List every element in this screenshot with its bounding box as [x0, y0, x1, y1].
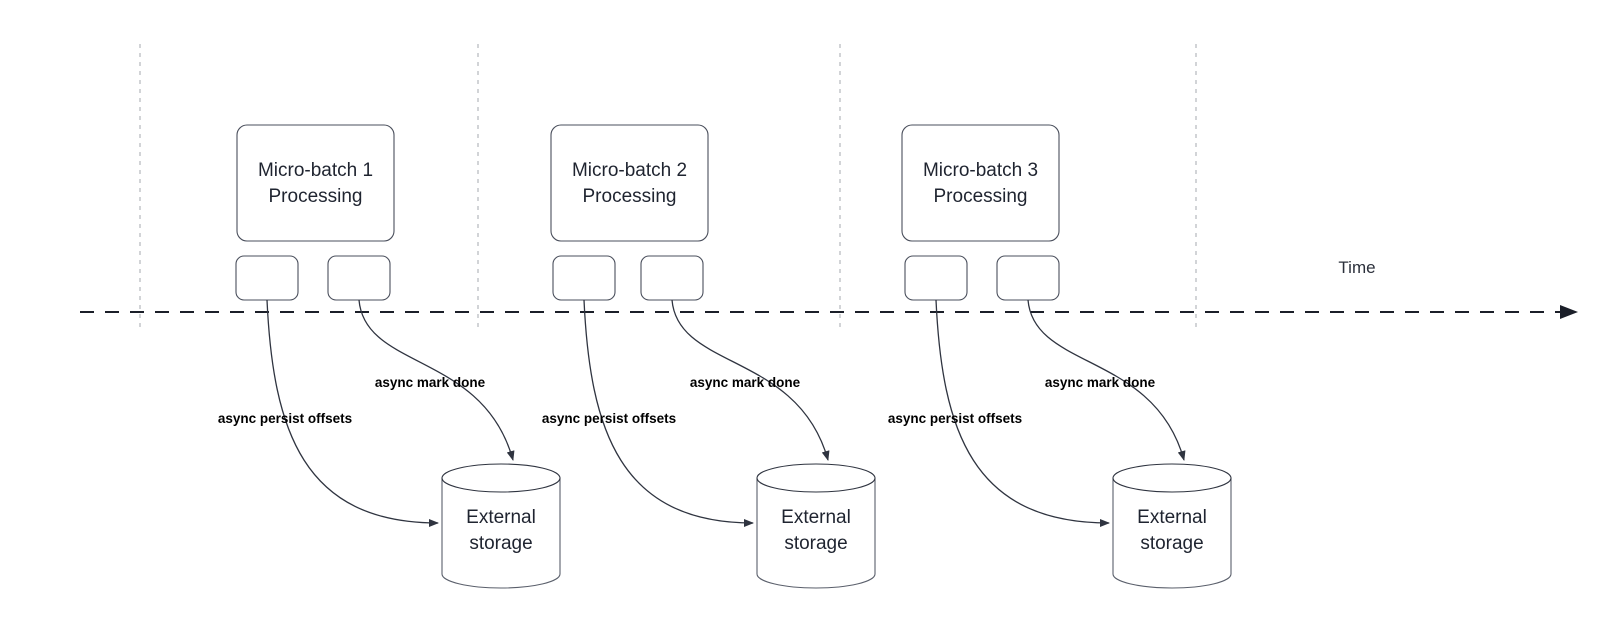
- time-axis-arrowhead: [1560, 305, 1578, 319]
- external-storage-cylinder-body[interactable]: [441, 477, 561, 589]
- async-persist-offsets-label: async persist offsets: [218, 411, 352, 426]
- external-storage-cylinder-top: [441, 463, 561, 493]
- async-persist-offsets-arrow: [935, 299, 1110, 527]
- external-storage-label-line2: storage: [1140, 533, 1203, 554]
- async-persist-offsets-label: async persist offsets: [542, 411, 676, 426]
- micro-batch-label-line1: Micro-batch 3: [923, 160, 1038, 181]
- async-mark-done-arrow: [671, 299, 830, 461]
- external-storage-cylinder-body[interactable]: [756, 477, 876, 589]
- external-storage-label-line1: External: [781, 507, 851, 528]
- micro-batch-label-line2: Processing: [583, 186, 677, 207]
- async-mark-done-label: async mark done: [690, 375, 801, 390]
- external-storage-label-line2: storage: [784, 533, 847, 554]
- micro-batch-label-line1: Micro-batch 1: [258, 160, 373, 181]
- external-storage-cylinder-top: [1112, 463, 1232, 493]
- mark-done-task[interactable]: [640, 255, 704, 301]
- external-storage-label-line1: External: [466, 507, 536, 528]
- external-storage-cylinder-top: [756, 463, 876, 493]
- external-storage-label-line2: storage: [469, 533, 532, 554]
- micro-batch-processing-box[interactable]: [901, 124, 1060, 242]
- mark-done-task[interactable]: [996, 255, 1060, 301]
- async-mark-done-arrow: [358, 299, 515, 461]
- async-mark-done-label: async mark done: [375, 375, 486, 390]
- micro-batch-label-line1: Micro-batch 2: [572, 160, 687, 181]
- persist-offsets-task[interactable]: [552, 255, 616, 301]
- persist-offsets-task[interactable]: [235, 255, 299, 301]
- mark-done-task[interactable]: [327, 255, 391, 301]
- async-mark-done-arrow: [1027, 299, 1186, 461]
- async-persist-offsets-arrow: [583, 299, 754, 527]
- micro-batch-label-line2: Processing: [269, 186, 363, 207]
- persist-offsets-task[interactable]: [904, 255, 968, 301]
- time-axis: [80, 305, 1578, 319]
- batch-boundary-lines: [139, 44, 1197, 330]
- micro-batch-processing-box[interactable]: [236, 124, 395, 242]
- micro-batch-label-line2: Processing: [934, 186, 1028, 207]
- external-storage-label-line1: External: [1137, 507, 1207, 528]
- time-axis-label: Time: [1338, 258, 1375, 277]
- async-persist-offsets-arrow: [266, 299, 439, 527]
- external-storage-cylinder-body[interactable]: [1112, 477, 1232, 589]
- async-mark-done-label: async mark done: [1045, 375, 1156, 390]
- micro-batch-processing-box[interactable]: [550, 124, 709, 242]
- async-persist-offsets-label: async persist offsets: [888, 411, 1022, 426]
